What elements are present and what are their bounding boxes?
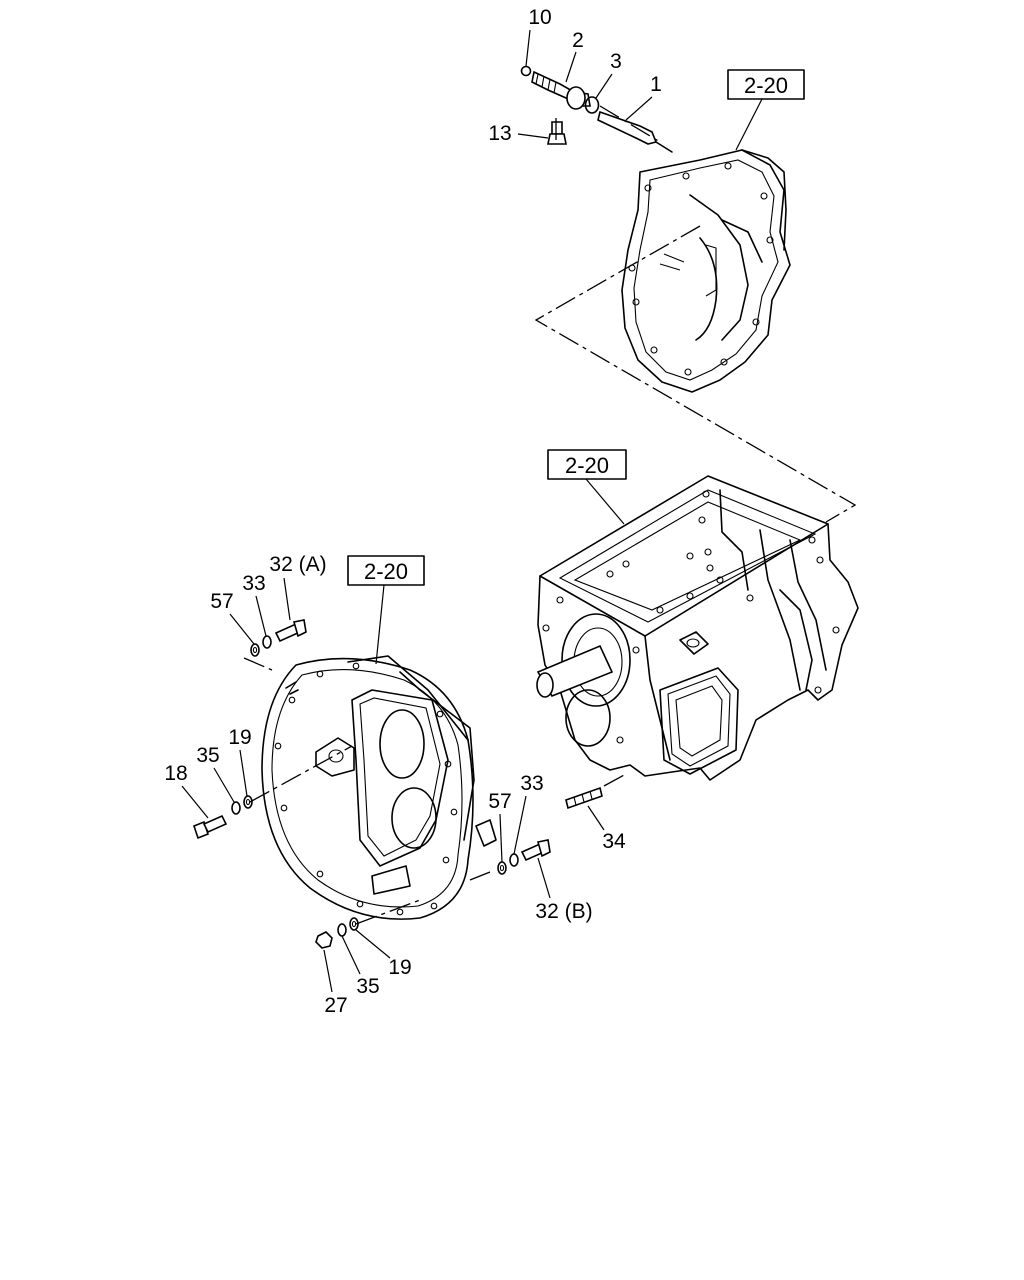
label-part-3: 3 [610, 50, 622, 73]
label-part-35b: 35 [356, 975, 379, 998]
label-part-32a: 32 (A) [269, 553, 326, 576]
part-57b-washer [497, 861, 507, 875]
callout-18: 18 [164, 762, 209, 819]
flywheel-housing [261, 655, 497, 920]
callout-19a: 19 [228, 726, 252, 797]
label-part-13: 13 [488, 122, 511, 145]
part-32a-bolt [274, 619, 307, 643]
part-33b-lock-washer [509, 853, 519, 867]
label-part-35a: 35 [196, 744, 219, 767]
case-bolt-holes [542, 490, 840, 744]
part-35a-lock-washer [231, 801, 241, 815]
callout-13: 13 [488, 122, 549, 145]
callout-33b: 33 [513, 772, 544, 855]
assembly-lines [243, 105, 857, 925]
label-part-57b: 57 [488, 790, 511, 813]
label-part-32b: 32 (B) [535, 900, 592, 923]
part-19a-washer [243, 795, 253, 809]
label-part-19a: 19 [228, 726, 251, 749]
part-34-stud [565, 786, 603, 810]
part-35b-lock-washer [337, 923, 347, 937]
part-1-shaft [597, 110, 673, 153]
label-part-33a: 33 [242, 572, 265, 595]
ref-label-transmission-case: 2-20 [565, 453, 609, 478]
callout-32a: 32 (A) [269, 553, 327, 621]
label-part-33b: 33 [520, 772, 543, 795]
part-10-nut [520, 65, 532, 77]
upper-housing-bolt-holes [628, 162, 774, 376]
callout-2: 2 [565, 29, 584, 83]
label-part-1: 1 [650, 73, 662, 96]
part-2-switch [531, 70, 591, 110]
callout-35a: 35 [196, 744, 235, 803]
callout-57b: 57 [488, 790, 512, 863]
callout-3: 3 [595, 50, 622, 99]
label-part-27: 27 [324, 994, 347, 1017]
callout-32b: 32 (B) [535, 857, 593, 923]
flywheel-bolt-holes [274, 662, 458, 916]
part-57a-washer [250, 643, 260, 657]
ref-box-flywheel-housing: 2-20 [347, 555, 425, 665]
callout-1: 1 [625, 73, 662, 121]
part-18-bolt [193, 814, 228, 840]
upper-clutch-housing [621, 149, 791, 393]
callout-27: 27 [323, 949, 348, 1017]
label-part-19b: 19 [388, 956, 411, 979]
part-32b-bolt [520, 839, 551, 862]
part-19b-washer [349, 917, 359, 931]
label-part-10: 10 [528, 6, 551, 29]
callout-57a: 57 [210, 590, 255, 645]
part-13-bolt [547, 121, 567, 145]
ref-box-upper-housing: 2-20 [727, 69, 805, 151]
callout-34: 34 [587, 805, 626, 853]
callout-19b: 19 [355, 929, 412, 979]
label-part-18: 18 [164, 762, 187, 785]
transmission-case [536, 475, 859, 781]
label-part-2: 2 [572, 29, 584, 52]
callout-10: 10 [525, 6, 552, 67]
label-part-34: 34 [602, 830, 626, 853]
part-33a-lock-washer [262, 635, 272, 649]
ref-label-flywheel-housing: 2-20 [364, 559, 408, 584]
part-3-o-ring [584, 96, 600, 114]
part-27-nut [315, 931, 333, 949]
ref-box-transmission-case: 2-20 [547, 449, 627, 525]
label-part-57a: 57 [210, 590, 233, 613]
ref-label-upper-housing: 2-20 [744, 73, 788, 98]
callout-35b: 35 [341, 935, 380, 998]
callout-33a: 33 [242, 572, 267, 637]
